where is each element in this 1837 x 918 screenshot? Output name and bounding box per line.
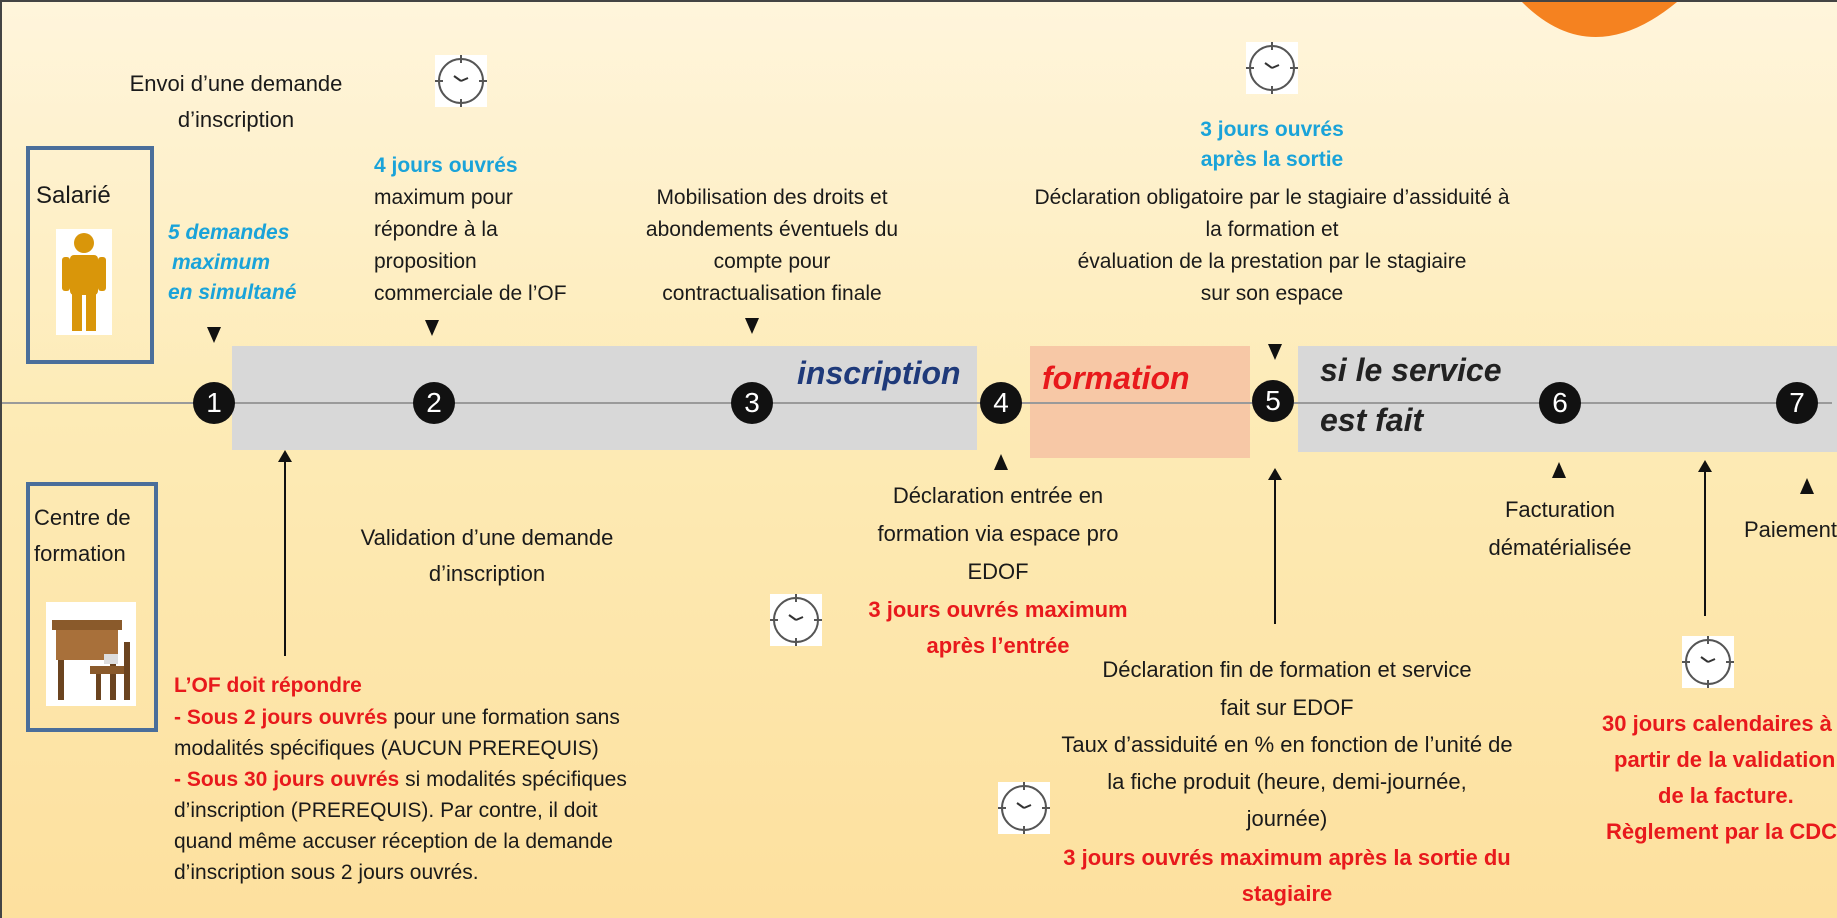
- of-line6: d’inscription sous 2 jours ouvrés.: [174, 861, 479, 884]
- of-line1-rest: pour une formation sans: [387, 706, 620, 729]
- timeline-axis-overlay: [232, 402, 1832, 404]
- step-5-marker: 5: [1252, 380, 1294, 422]
- of-line1-red: - Sous 2 jours ouvrés: [174, 706, 388, 729]
- limit-line2: maximum: [172, 251, 271, 274]
- mobil-line1: Mobilisation des droits et: [656, 186, 888, 209]
- decl-line1: Déclaration obligatoire par le stagiaire…: [1034, 186, 1510, 209]
- orange-corner-shape: [1522, 2, 1677, 37]
- mobil-line3: compte pour: [713, 250, 831, 273]
- delay5-line2: après la sortie: [1200, 148, 1344, 171]
- clock-icon: [770, 594, 822, 646]
- of-title: L’OF doit répondre: [174, 674, 362, 697]
- school-desk-icon: [46, 602, 136, 706]
- entree-line1: Déclaration entrée en: [892, 483, 1104, 508]
- fin-line4: la fiche produit (heure, demi-journée,: [1107, 769, 1467, 794]
- arrow-payment-delay: [1698, 460, 1712, 616]
- centre-label-line2: formation: [34, 541, 126, 566]
- clock-icon: [1246, 42, 1298, 94]
- centre-box: [26, 482, 158, 732]
- envoi-line2: d’inscription: [177, 107, 295, 132]
- entree-red2: après l’entrée: [926, 633, 1070, 658]
- delay2-line2: répondre à la: [374, 218, 498, 241]
- limit-line3: en simultané: [168, 281, 297, 304]
- decl-line4: sur son espace: [1200, 282, 1344, 305]
- arrow-fin-formation: [1268, 468, 1282, 624]
- paiement-label: Paiement: [1744, 517, 1837, 542]
- arrow-up-step7: [1800, 478, 1814, 494]
- envoi-line1: Envoi d’une demande: [129, 71, 343, 96]
- fin-line5: journée): [1246, 806, 1328, 831]
- pay-red4: Règlement par la CDC: [1606, 819, 1837, 844]
- facturation-line2: dématérialisée: [1488, 535, 1632, 560]
- fin-line3: Taux d’assiduité en % en fonction de l’u…: [1061, 732, 1513, 757]
- arrow-down-step5: [1268, 344, 1282, 360]
- salarie-label: Salarié: [36, 182, 111, 209]
- fin-line1: Déclaration fin de formation et service: [1102, 657, 1472, 682]
- delay2-title: 4 jours ouvrés: [374, 154, 518, 177]
- limit-line1: 5 demandes: [168, 221, 290, 244]
- of-line3: - Sous 30 jours ouvrés si modalités spéc…: [174, 764, 627, 795]
- of-line1: - Sous 2 jours ouvrés pour une formation…: [174, 702, 620, 733]
- pay-red1: 30 jours calendaires à: [1602, 711, 1832, 736]
- clock-icon: [998, 782, 1050, 834]
- delay2-line4: commerciale de l’OF: [374, 282, 567, 305]
- of-line5: quand même accuser réception de la deman…: [174, 830, 613, 853]
- delay2-line1: maximum pour: [374, 186, 513, 209]
- step-2-marker: 2: [413, 382, 455, 424]
- of-line3-red: - Sous 30 jours ouvrés: [174, 768, 400, 791]
- mobil-line4: contractualisation finale: [662, 282, 882, 305]
- step-4-marker: 4: [980, 382, 1022, 424]
- entree-red1: 3 jours ouvrés maximum: [868, 597, 1128, 622]
- step-7-marker: 7: [1776, 382, 1818, 424]
- facturation-line1: Facturation: [1504, 497, 1616, 522]
- step-1-marker: 1: [193, 382, 235, 424]
- phase-formation-label: formation: [1042, 360, 1190, 396]
- entree-line2: formation via espace pro: [877, 521, 1119, 546]
- person-icon: [56, 229, 112, 335]
- arrow-up-step4: [994, 454, 1008, 470]
- mobil-line2: abondements éventuels du: [645, 218, 899, 241]
- arrow-down-step3: [745, 318, 759, 334]
- inscription-band: [232, 346, 977, 450]
- phase-service-label-line1: si le service: [1320, 352, 1502, 388]
- step-3-marker: 3: [731, 382, 773, 424]
- of-line3-rest: si modalités spécifiques: [399, 768, 627, 791]
- phase-service-label-line2: est fait: [1320, 402, 1424, 438]
- salarie-box: [26, 146, 154, 364]
- pay-red2: partir de la validation: [1614, 747, 1836, 772]
- validation-line1: Validation d’une demande: [360, 525, 614, 550]
- fin-red2: stagiaire: [1241, 881, 1333, 906]
- arrow-down-step2: [425, 320, 439, 336]
- clock-icon: [435, 55, 487, 107]
- decl-line3: évaluation de la prestation par le stagi…: [1077, 250, 1467, 273]
- entree-line3: EDOF: [967, 559, 1029, 584]
- delay2-line3: proposition: [374, 250, 477, 273]
- fin-line2: fait sur EDOF: [1220, 695, 1354, 720]
- of-line2: modalités spécifiques (AUCUN PREREQUIS): [174, 737, 599, 760]
- decl-line2: la formation et: [1205, 218, 1339, 241]
- arrow-validation: [278, 450, 292, 656]
- centre-label-line1: Centre de: [34, 505, 131, 530]
- pay-red3: de la facture.: [1658, 783, 1794, 808]
- delay5-line1: 3 jours ouvrés: [1200, 118, 1344, 141]
- phase-inscription-label: inscription: [797, 355, 961, 391]
- arrow-down-step1: [207, 327, 221, 343]
- fin-red1: 3 jours ouvrés maximum après la sortie d…: [1063, 845, 1511, 870]
- clock-icon: [1682, 636, 1734, 688]
- of-line4: d’inscription (PREREQUIS). Par contre, i…: [174, 799, 598, 822]
- step-6-marker: 6: [1539, 382, 1581, 424]
- validation-line2: d’inscription: [428, 561, 546, 586]
- arrow-up-step6: [1552, 462, 1566, 478]
